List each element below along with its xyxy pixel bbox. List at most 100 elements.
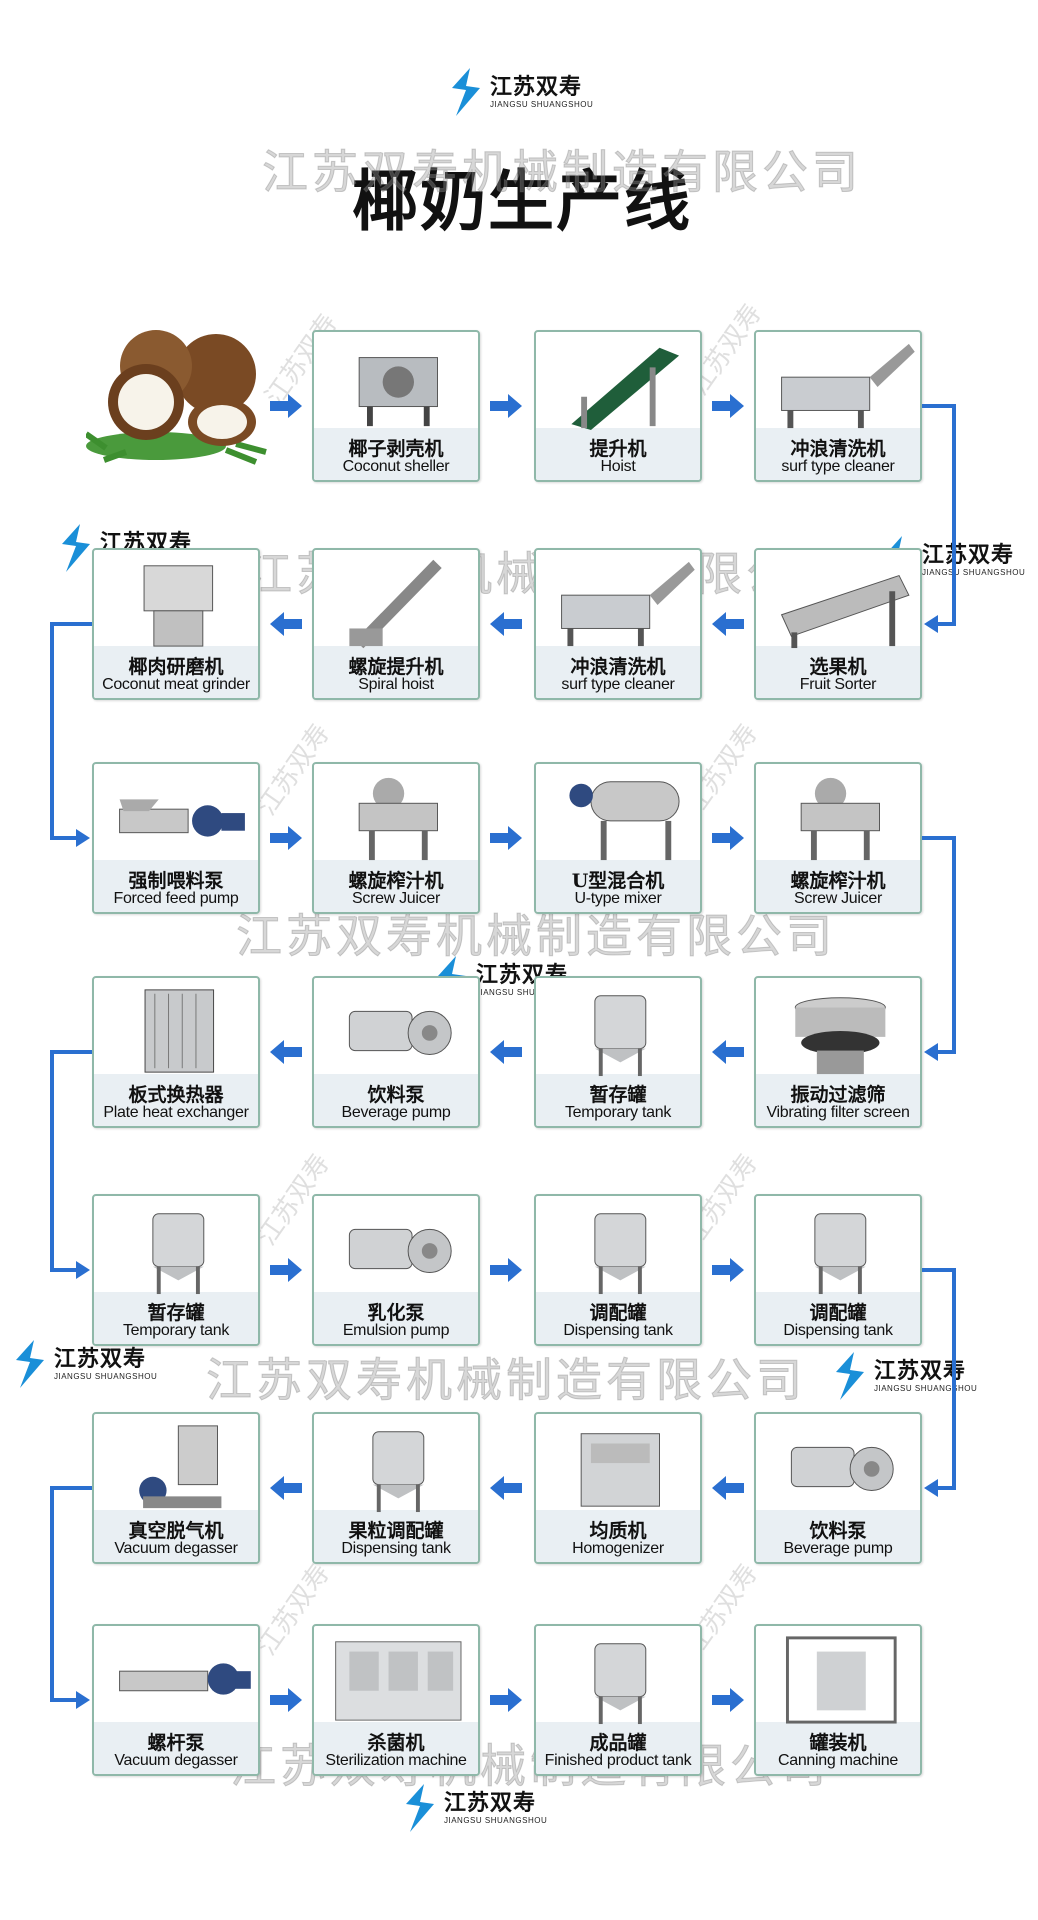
label-band	[756, 428, 920, 480]
sheller-machine-icon	[358, 357, 438, 427]
label-band	[94, 646, 258, 698]
canning-machine-icon	[785, 1636, 897, 1724]
flow-arrow-icon	[490, 394, 522, 418]
screw-pump-icon	[119, 1663, 251, 1695]
label-band	[536, 1074, 700, 1126]
step-name-cn: 冲浪清洗机	[570, 656, 666, 678]
flow-arrow-icon	[270, 394, 302, 418]
flow-arrow-icon	[490, 1476, 522, 1500]
label-band	[756, 860, 920, 912]
brand-mark-icon	[16, 1340, 44, 1388]
flow-arrow-icon	[270, 1476, 302, 1500]
spiral-hoist-icon	[349, 559, 442, 649]
flow-arrow-icon	[712, 1476, 744, 1500]
flow-connector	[50, 622, 92, 840]
step-name-en: Hoist	[600, 458, 636, 475]
flow-arrow-icon	[76, 829, 90, 847]
tank-icon	[594, 1213, 647, 1295]
flow-arrow-icon	[490, 1258, 522, 1282]
step-name-en: Homogenizer	[572, 1540, 664, 1557]
step-name-en: Fruit Sorter	[799, 676, 877, 693]
flow-arrow-icon	[76, 1261, 90, 1279]
tank-icon	[594, 1643, 647, 1725]
pump-icon	[348, 1228, 452, 1273]
screw-juicer-icon	[800, 777, 880, 861]
step-name-en: Dispensing tank	[563, 1322, 673, 1339]
flow-arrow-icon	[490, 1040, 522, 1064]
step-name-en: Plate heat exchanger	[103, 1104, 249, 1121]
label-band	[536, 860, 700, 912]
plate-exchanger-icon	[144, 989, 215, 1073]
label-band	[756, 646, 920, 698]
flow-arrow-icon	[490, 612, 522, 636]
step-name-cn: 螺杆泵	[147, 1732, 205, 1754]
flow-arrow-icon	[270, 1688, 302, 1712]
flow-arrow-icon	[712, 1688, 744, 1712]
label-band	[94, 1074, 258, 1126]
step-name-en: Beverage pump	[783, 1540, 893, 1557]
step-name-cn: 强制喂料泵	[128, 870, 224, 892]
flow-connector	[922, 836, 956, 1054]
pump-icon	[348, 1010, 452, 1055]
label-band	[756, 1510, 920, 1562]
step-name-cn: 调配罐	[589, 1302, 647, 1324]
step-name-cn: 调配罐	[809, 1302, 867, 1324]
step-name-en: Beverage pump	[341, 1104, 451, 1121]
flow-arrow-icon	[490, 826, 522, 850]
brand-mark-icon	[62, 524, 90, 572]
step-name-cn: 选果机	[809, 656, 867, 678]
step-name-cn: 冲浪清洗机	[790, 438, 886, 460]
label-band	[314, 428, 478, 480]
step-name-cn: 螺旋榨汁机	[348, 870, 444, 892]
label-band	[536, 1292, 700, 1344]
step-name-en: surf type cleaner	[561, 676, 675, 693]
flow-arrow-icon	[270, 612, 302, 636]
flow-connector	[50, 1486, 92, 1702]
label-band	[314, 1722, 478, 1774]
label-band	[536, 1510, 700, 1562]
step-name-en: Screw Juicer	[794, 890, 882, 907]
brand-mark-icon	[406, 1784, 434, 1832]
step-name-cn: U型混合机	[571, 870, 665, 892]
brand-mark-icon	[836, 1352, 864, 1400]
flow-arrow-icon	[490, 1688, 522, 1712]
step-name-en: Spiral hoist	[358, 676, 434, 693]
flow-arrow-icon	[924, 615, 938, 633]
brand-name-en: JIANGSU SHUANGSHOU	[922, 567, 1026, 577]
brand-name: 江苏双寿	[444, 1790, 537, 1816]
flow-arrow-icon	[712, 826, 744, 850]
page-title: 椰奶生产线	[352, 162, 692, 240]
step-name-cn: 饮料泵	[367, 1084, 425, 1106]
step-name-cn: 饮料泵	[809, 1520, 867, 1542]
sorter-machine-icon	[780, 574, 910, 649]
step-name-cn: 真空脱气机	[128, 1520, 224, 1542]
grinder-machine-icon	[143, 565, 214, 647]
step-name-en: Vacuum degasser	[114, 1752, 238, 1769]
brand-name: 江苏双寿	[54, 1346, 147, 1372]
brand-name-en: JIANGSU SHUANGSHOU	[476, 987, 580, 997]
step-name-en: Coconut meat grinder	[102, 676, 250, 693]
step-name-cn: 螺旋提升机	[348, 656, 444, 678]
